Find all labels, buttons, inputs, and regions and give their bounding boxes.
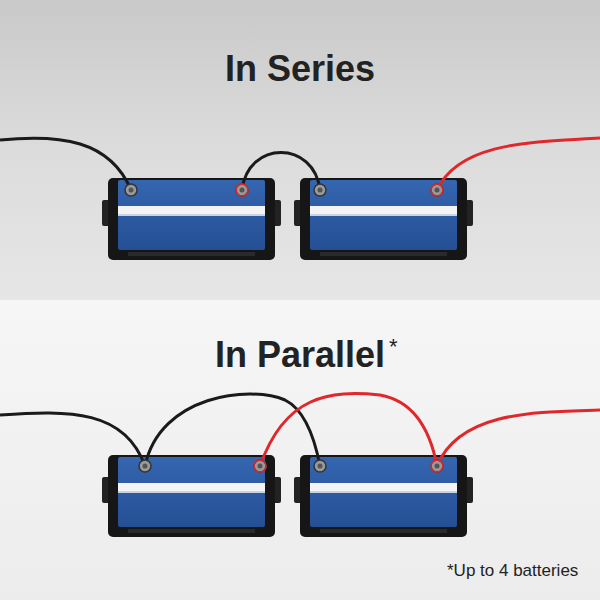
series-batteries [0,138,600,260]
footnote-text: *Up to 4 batteries [447,561,578,581]
footnote-mark: * [389,334,398,359]
parallel-batteries [0,394,600,537]
panel-heading: In Series [225,48,375,89]
top-ground [0,0,600,300]
panel-heading: In Parallel [215,334,385,375]
bottom-ground [0,300,600,600]
